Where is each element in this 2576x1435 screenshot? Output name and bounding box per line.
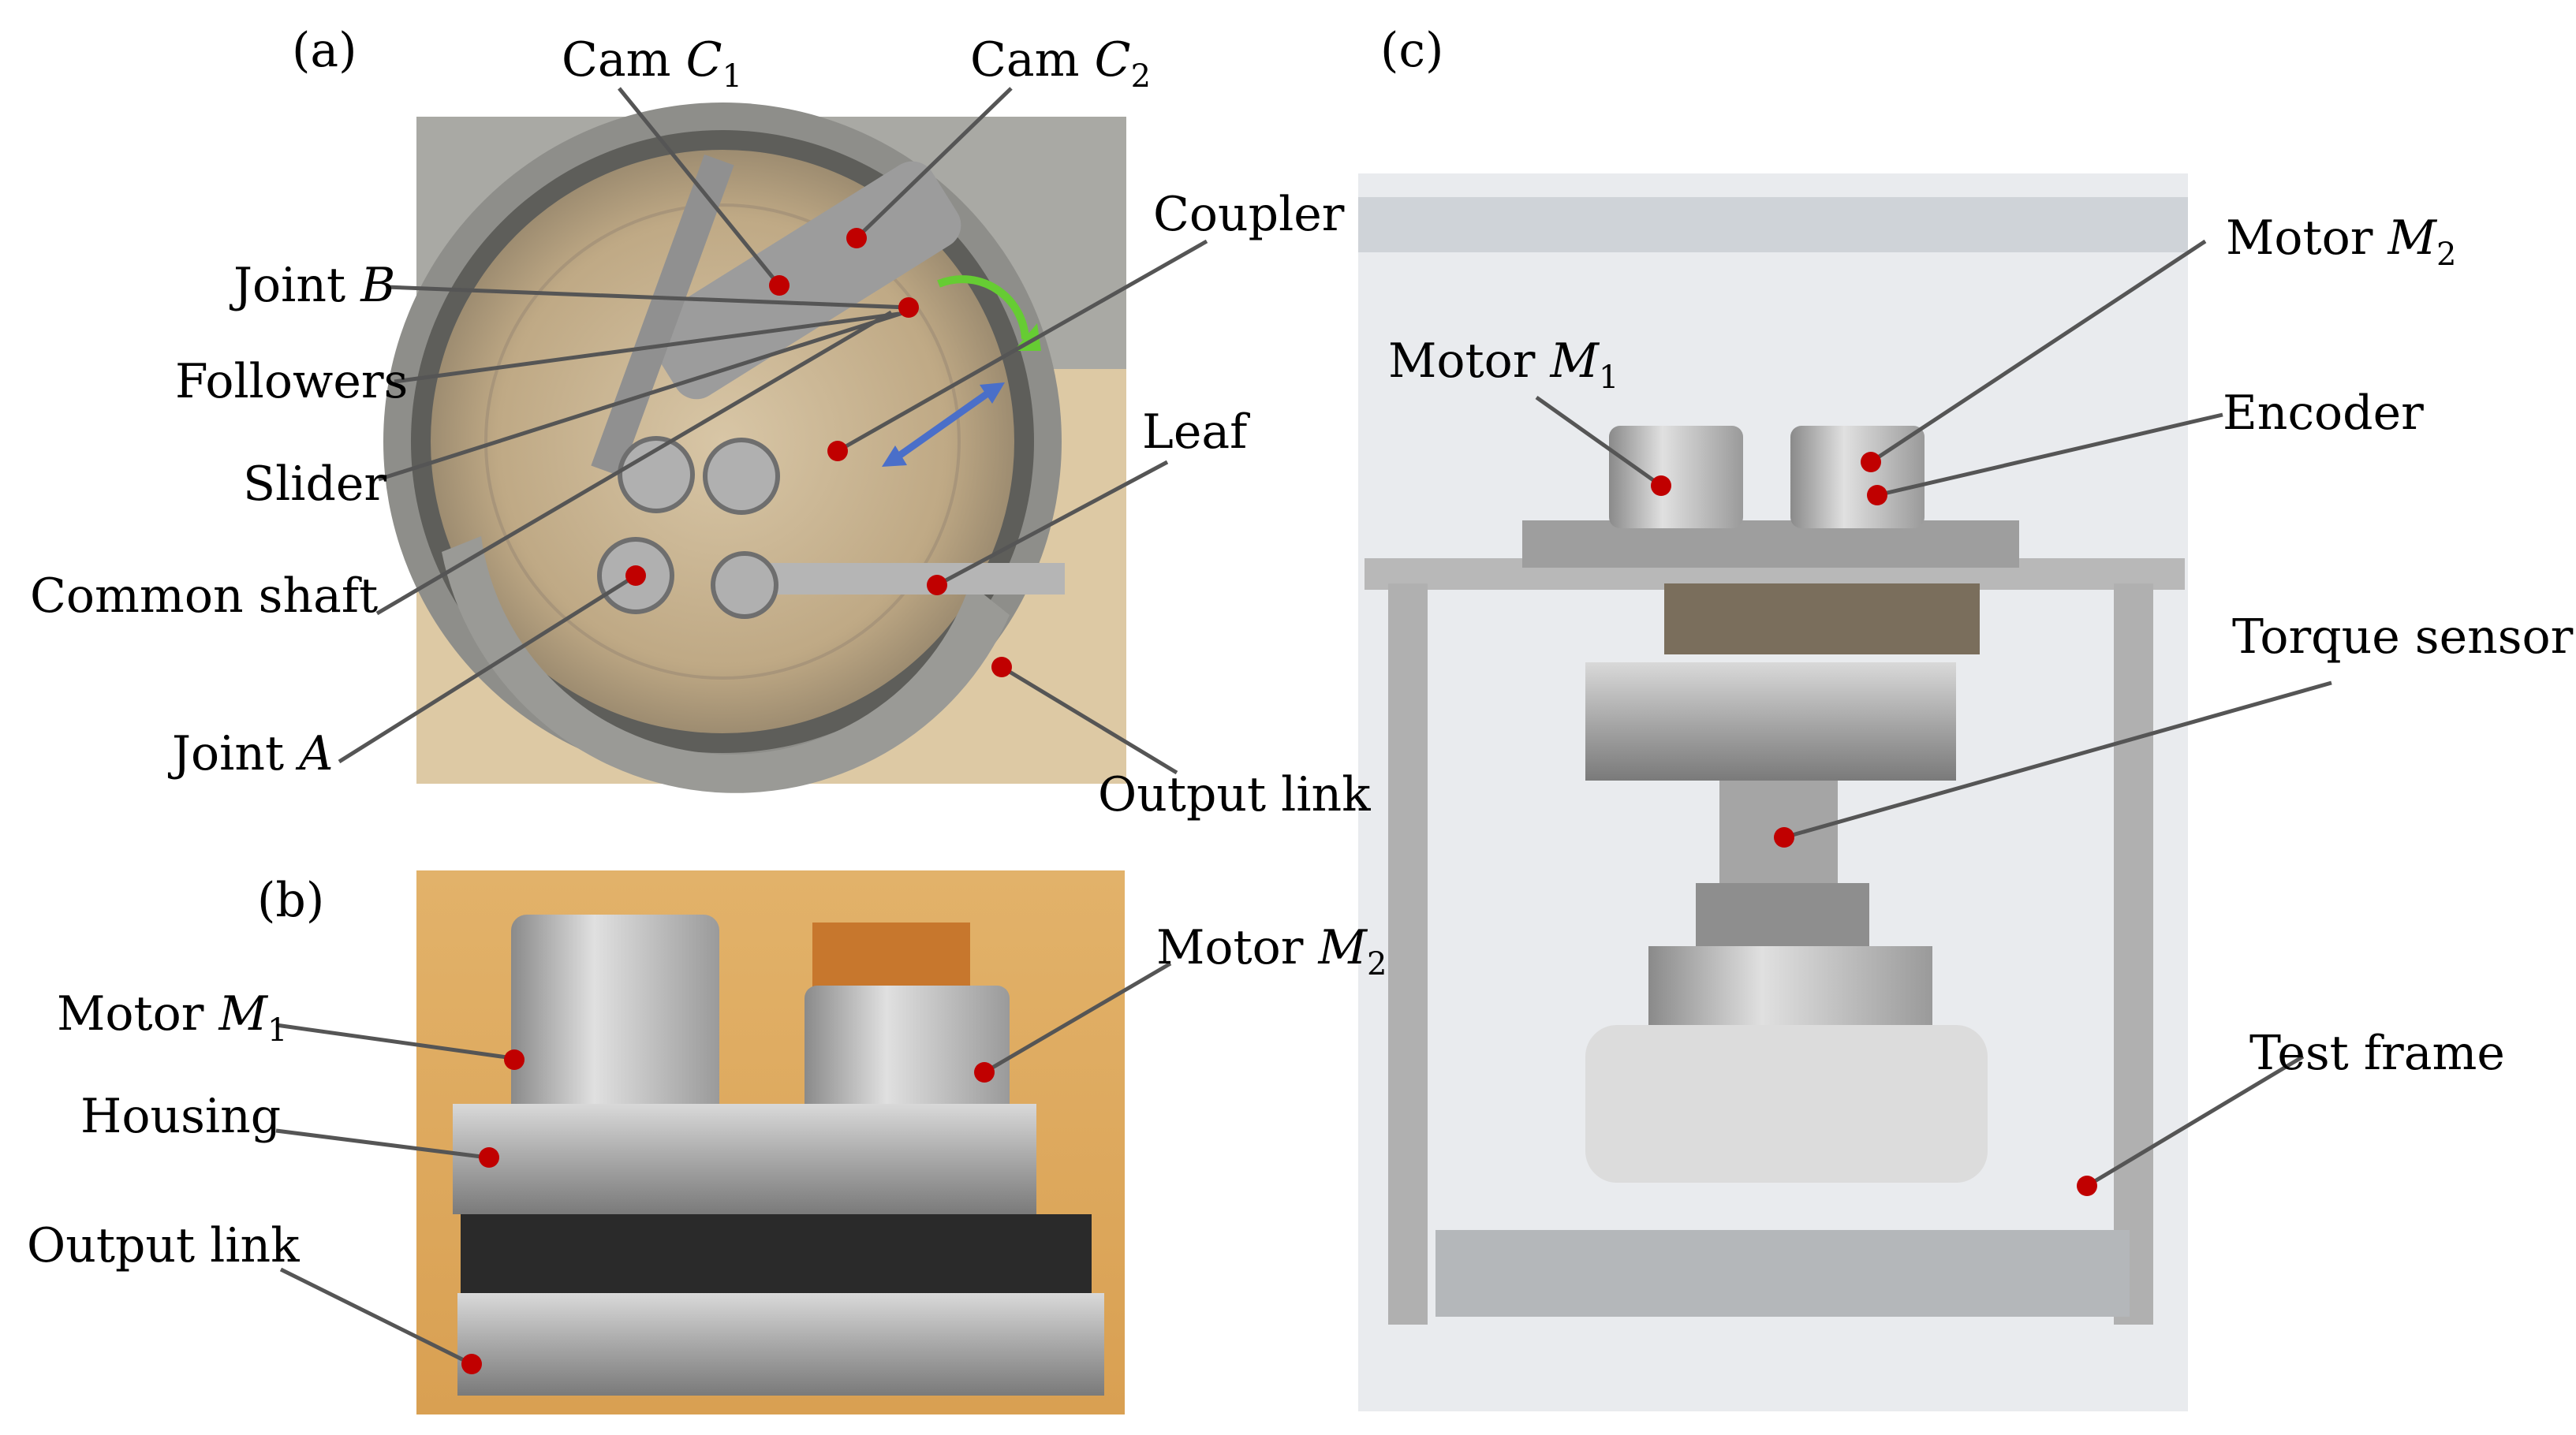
marker-output-link-a xyxy=(991,657,1012,677)
label-output-link-a: Output link xyxy=(1098,767,1371,822)
leader-joint-b xyxy=(386,285,909,310)
panel-label-c: (c) xyxy=(1380,23,1443,78)
leader-joint-a xyxy=(338,573,637,764)
leader-motor-m2-c xyxy=(1869,239,2207,464)
motor-m1-can xyxy=(511,915,719,1120)
panel-b xyxy=(416,870,1125,1414)
marker-torque-sensor xyxy=(1774,827,1794,848)
motor-m2-can-c xyxy=(1790,426,1925,528)
label-followers: Followers xyxy=(175,354,408,409)
load-unit xyxy=(1585,1025,1988,1183)
upper-housing-c xyxy=(1585,662,1956,781)
marker-leaf xyxy=(927,575,947,595)
marker-coupler xyxy=(827,441,848,461)
translation-arrow xyxy=(889,385,998,464)
leader-slider xyxy=(378,307,916,482)
leader-coupler xyxy=(836,239,1208,453)
part-labels: Cam C1 Cam C2 Joint B Followers Slider C… xyxy=(27,32,2574,1273)
test-frame-base xyxy=(1435,1230,2130,1317)
coupler-body xyxy=(648,161,961,400)
leader-housing xyxy=(275,1128,488,1160)
marker-motor-m1-b xyxy=(504,1049,525,1070)
output-link-ring xyxy=(457,1293,1104,1396)
marker-test-frame xyxy=(2077,1176,2097,1196)
pivot-2 xyxy=(703,438,780,515)
label-common-shaft: Common shaft xyxy=(30,568,378,624)
test-frame-right-post xyxy=(2114,583,2153,1325)
marker-joint-a xyxy=(625,565,646,586)
leader-motor-m1-c xyxy=(1535,395,1663,488)
test-frame-left-post xyxy=(1388,583,1428,1325)
leader-torque-sensor xyxy=(1783,680,2332,840)
leader-output-link-b xyxy=(279,1267,473,1366)
leader-output-link-a xyxy=(1000,665,1178,775)
panel-labels: (a) (b) (c) xyxy=(257,23,1443,928)
marker-motor-m2-c xyxy=(1861,452,1881,472)
slider-rail xyxy=(591,154,734,477)
panel-c xyxy=(1358,173,2188,1411)
panel-a xyxy=(383,102,1126,793)
label-motor-m2-c: Motor M2 xyxy=(2226,211,2456,273)
leader-lines xyxy=(275,87,2332,1366)
leader-followers xyxy=(394,311,900,384)
marker-output-link-b xyxy=(461,1354,482,1374)
label-motor-m2-b: Motor M2 xyxy=(1156,920,1387,982)
label-encoder: Encoder xyxy=(2223,386,2424,441)
marker-cam-c1 xyxy=(769,275,790,296)
panel-label-a: (a) xyxy=(292,23,357,78)
label-cam-c2: Cam C2 xyxy=(970,32,1151,95)
leader-cam-c2 xyxy=(855,87,1013,240)
marker-encoder xyxy=(1867,485,1887,505)
motor-m2-can xyxy=(805,986,1010,1120)
label-motor-m1-c: Motor M1 xyxy=(1388,334,1618,396)
label-output-link-b: Output link xyxy=(27,1218,300,1273)
leader-encoder xyxy=(1876,412,2223,498)
label-joint-a: Joint A xyxy=(167,726,334,781)
marker-joint-b xyxy=(898,297,919,318)
label-slider: Slider xyxy=(243,457,386,512)
marker-motor-m1-c xyxy=(1651,475,1671,496)
markers xyxy=(461,228,2097,1374)
label-test-frame: Test frame xyxy=(2249,1026,2505,1081)
translation-arrowhead-2 xyxy=(980,382,1005,404)
pivot-4 xyxy=(711,551,778,619)
label-leaf: Leaf xyxy=(1142,404,1250,460)
motor-m2-box xyxy=(812,922,970,993)
cable-bundle xyxy=(1664,583,1980,654)
ceiling-beam xyxy=(1358,197,2188,252)
cam-c1-track xyxy=(484,203,961,680)
housing-plate xyxy=(453,1104,1036,1214)
label-motor-m1-b: Motor M1 xyxy=(57,986,287,1049)
leader-test-frame xyxy=(2085,1054,2305,1188)
leader-common-shaft xyxy=(375,310,893,616)
label-torque-sensor: Torque sensor xyxy=(2232,609,2574,665)
motor-plate xyxy=(1522,520,2019,568)
lower-output-arc xyxy=(442,536,1010,793)
label-coupler: Coupler xyxy=(1153,187,1345,242)
panel-label-b: (b) xyxy=(257,873,324,928)
leader-motor-m2-b xyxy=(983,961,1172,1075)
marker-housing xyxy=(479,1147,499,1168)
rotation-arrowhead xyxy=(1014,323,1041,351)
translation-arrowhead-1 xyxy=(882,445,907,467)
leader-cam-c1 xyxy=(618,87,781,287)
label-housing: Housing xyxy=(80,1089,281,1144)
label-joint-b: Joint B xyxy=(229,258,395,313)
pivot-1 xyxy=(618,436,695,513)
leader-motor-m1-b xyxy=(275,1023,513,1060)
leaf-arm xyxy=(734,563,1065,594)
leader-leaf xyxy=(935,460,1169,587)
marker-cam-c2 xyxy=(846,228,867,248)
marker-motor-m2-b xyxy=(974,1062,995,1083)
motor-m1-can-c xyxy=(1609,426,1743,528)
black-ring xyxy=(461,1214,1092,1293)
label-cam-c1: Cam C1 xyxy=(562,32,742,95)
rotation-arrow xyxy=(937,275,1029,340)
